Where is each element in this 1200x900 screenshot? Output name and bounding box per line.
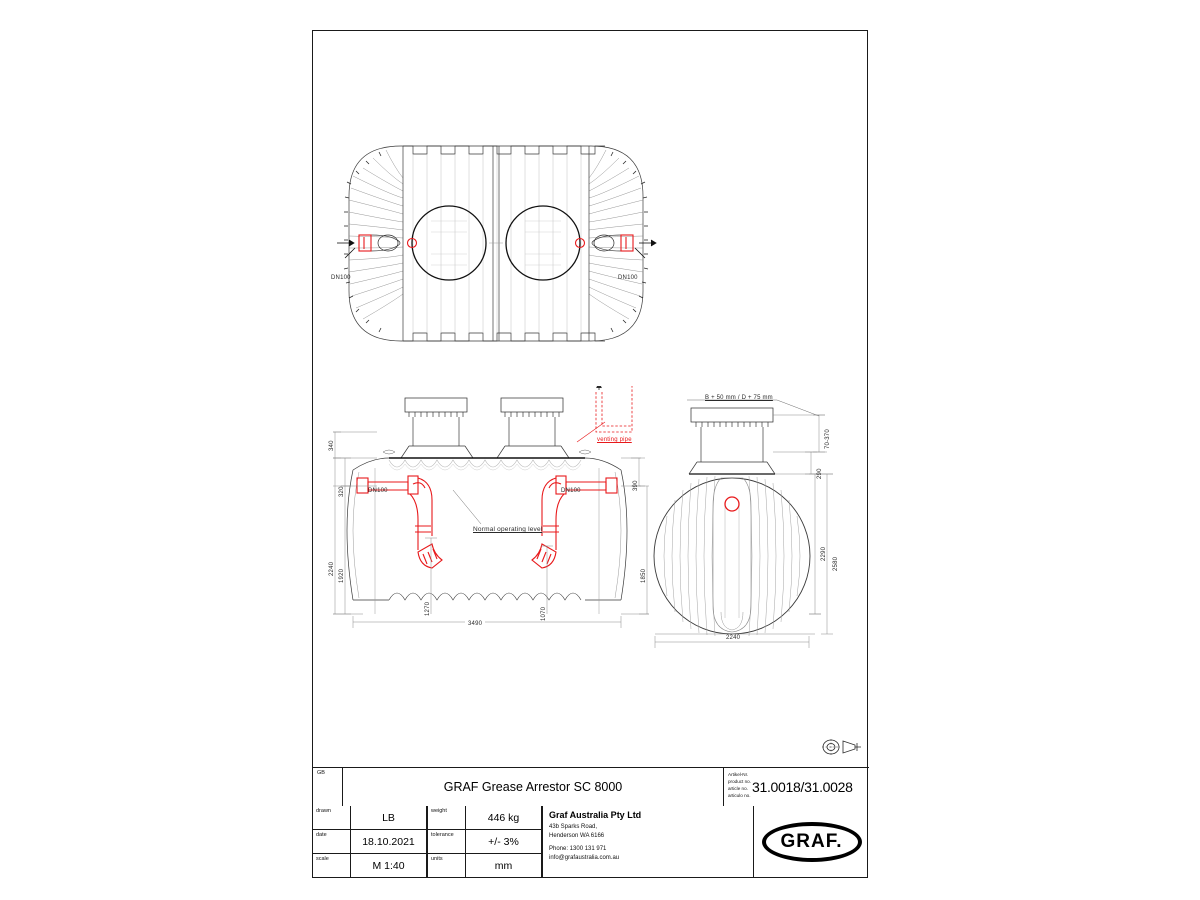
drawing-title: GRAF Grease Arrestor SC 8000	[443, 780, 623, 794]
end-elevation-view	[653, 399, 833, 648]
cover-height-note: B + 50 mm / D + 75 mm	[705, 395, 773, 401]
company-city: Henderson WA 6166	[549, 832, 605, 839]
company-street: 43b Sparks Road,	[549, 824, 598, 830]
graf-logo: GRAF.	[761, 822, 862, 862]
dim-320: 320	[339, 486, 345, 497]
company-address-block: Graf Australia Pty Ltd 43b Sparks Road, …	[543, 806, 754, 878]
article-number-cell: Artikel-Nr. product no. article no. arti…	[724, 768, 869, 806]
elev-outlet-label: DN100	[561, 488, 581, 494]
field-units-label: units	[431, 856, 443, 862]
elev-inlet-label: DN100	[368, 488, 388, 494]
drawing-title-cell: GRAF Grease Arrestor SC 8000	[343, 768, 724, 806]
article-number-value: 31.0018/31.0028	[752, 779, 853, 795]
drawing-sheet: DN100 DN100	[312, 30, 869, 878]
field-weight-label: weight	[431, 808, 447, 814]
company-phone: Phone: 1300 131 971	[549, 846, 607, 852]
dim-340: 340	[329, 440, 335, 451]
field-scale-value: M 1:40	[372, 860, 405, 872]
language-cell: GB	[313, 768, 343, 806]
dim-3490: 3490	[465, 621, 486, 627]
field-tolerance-label: tolerance	[431, 832, 454, 838]
field-weight-value: 446 kg	[487, 811, 520, 824]
company-email: info@grafaustralia.com.au	[549, 854, 620, 861]
language-code: GB	[317, 770, 325, 776]
graf-logo-text: GRAF.	[780, 831, 843, 852]
field-units-value: mm	[494, 860, 513, 872]
field-date: date 18.10.2021	[313, 830, 427, 854]
plan-outlet-label: DN100	[618, 275, 638, 281]
side-elevation-view	[333, 386, 649, 628]
field-tolerance-value: +/- 3%	[488, 835, 519, 848]
operating-level-label: Normal operating level	[473, 526, 543, 533]
title-block: GB GRAF Grease Arrestor SC 8000 Artikel-…	[313, 767, 869, 878]
plan-view	[337, 145, 657, 342]
field-units: units mm	[428, 854, 542, 878]
dim-2580: 2580	[833, 556, 839, 571]
dim-70-370: 70-370	[825, 429, 831, 449]
plan-inlet-label: DN100	[331, 275, 351, 281]
field-scale: scale M 1:40	[313, 854, 427, 878]
dim-1070: 1070	[541, 606, 547, 621]
article-label-en1: product no.	[728, 779, 751, 784]
field-drawn-label: drawn	[316, 808, 331, 814]
article-number-labels: Artikel-Nr. product no. article no. arti…	[728, 771, 751, 799]
mid-fields-column: weight 446 kg tolerance +/- 3% units mm	[428, 806, 543, 878]
dim-2290: 2290	[821, 546, 827, 561]
dim-1920: 1920	[339, 568, 345, 583]
field-date-value: 18.10.2021	[362, 835, 415, 848]
venting-pipe-label: venting pipe	[597, 437, 632, 443]
field-tolerance: tolerance +/- 3%	[428, 830, 542, 854]
field-drawn-value: LB	[382, 811, 395, 824]
dim-390: 390	[633, 480, 639, 491]
dim-1270: 1270	[425, 601, 431, 616]
dim-2240: 2240	[329, 561, 335, 576]
article-label-es: articulo no.	[728, 793, 751, 798]
article-label-en2: article no.	[728, 786, 748, 791]
field-date-label: date	[316, 832, 327, 838]
field-scale-label: scale	[316, 856, 329, 862]
company-name: Graf Australia Pty Ltd	[549, 810, 642, 820]
dim-2240-end: 2240	[723, 635, 744, 641]
logo-cell: GRAF.	[754, 806, 869, 878]
article-label-de: Artikel-Nr.	[728, 772, 749, 777]
first-angle-projection-icon	[822, 739, 861, 755]
field-drawn: drawn LB	[313, 806, 427, 830]
left-fields-column: drawn LB date 18.10.2021 scale M 1:40	[313, 806, 428, 878]
field-weight: weight 446 kg	[428, 806, 542, 830]
dim-290: 290	[817, 468, 823, 479]
